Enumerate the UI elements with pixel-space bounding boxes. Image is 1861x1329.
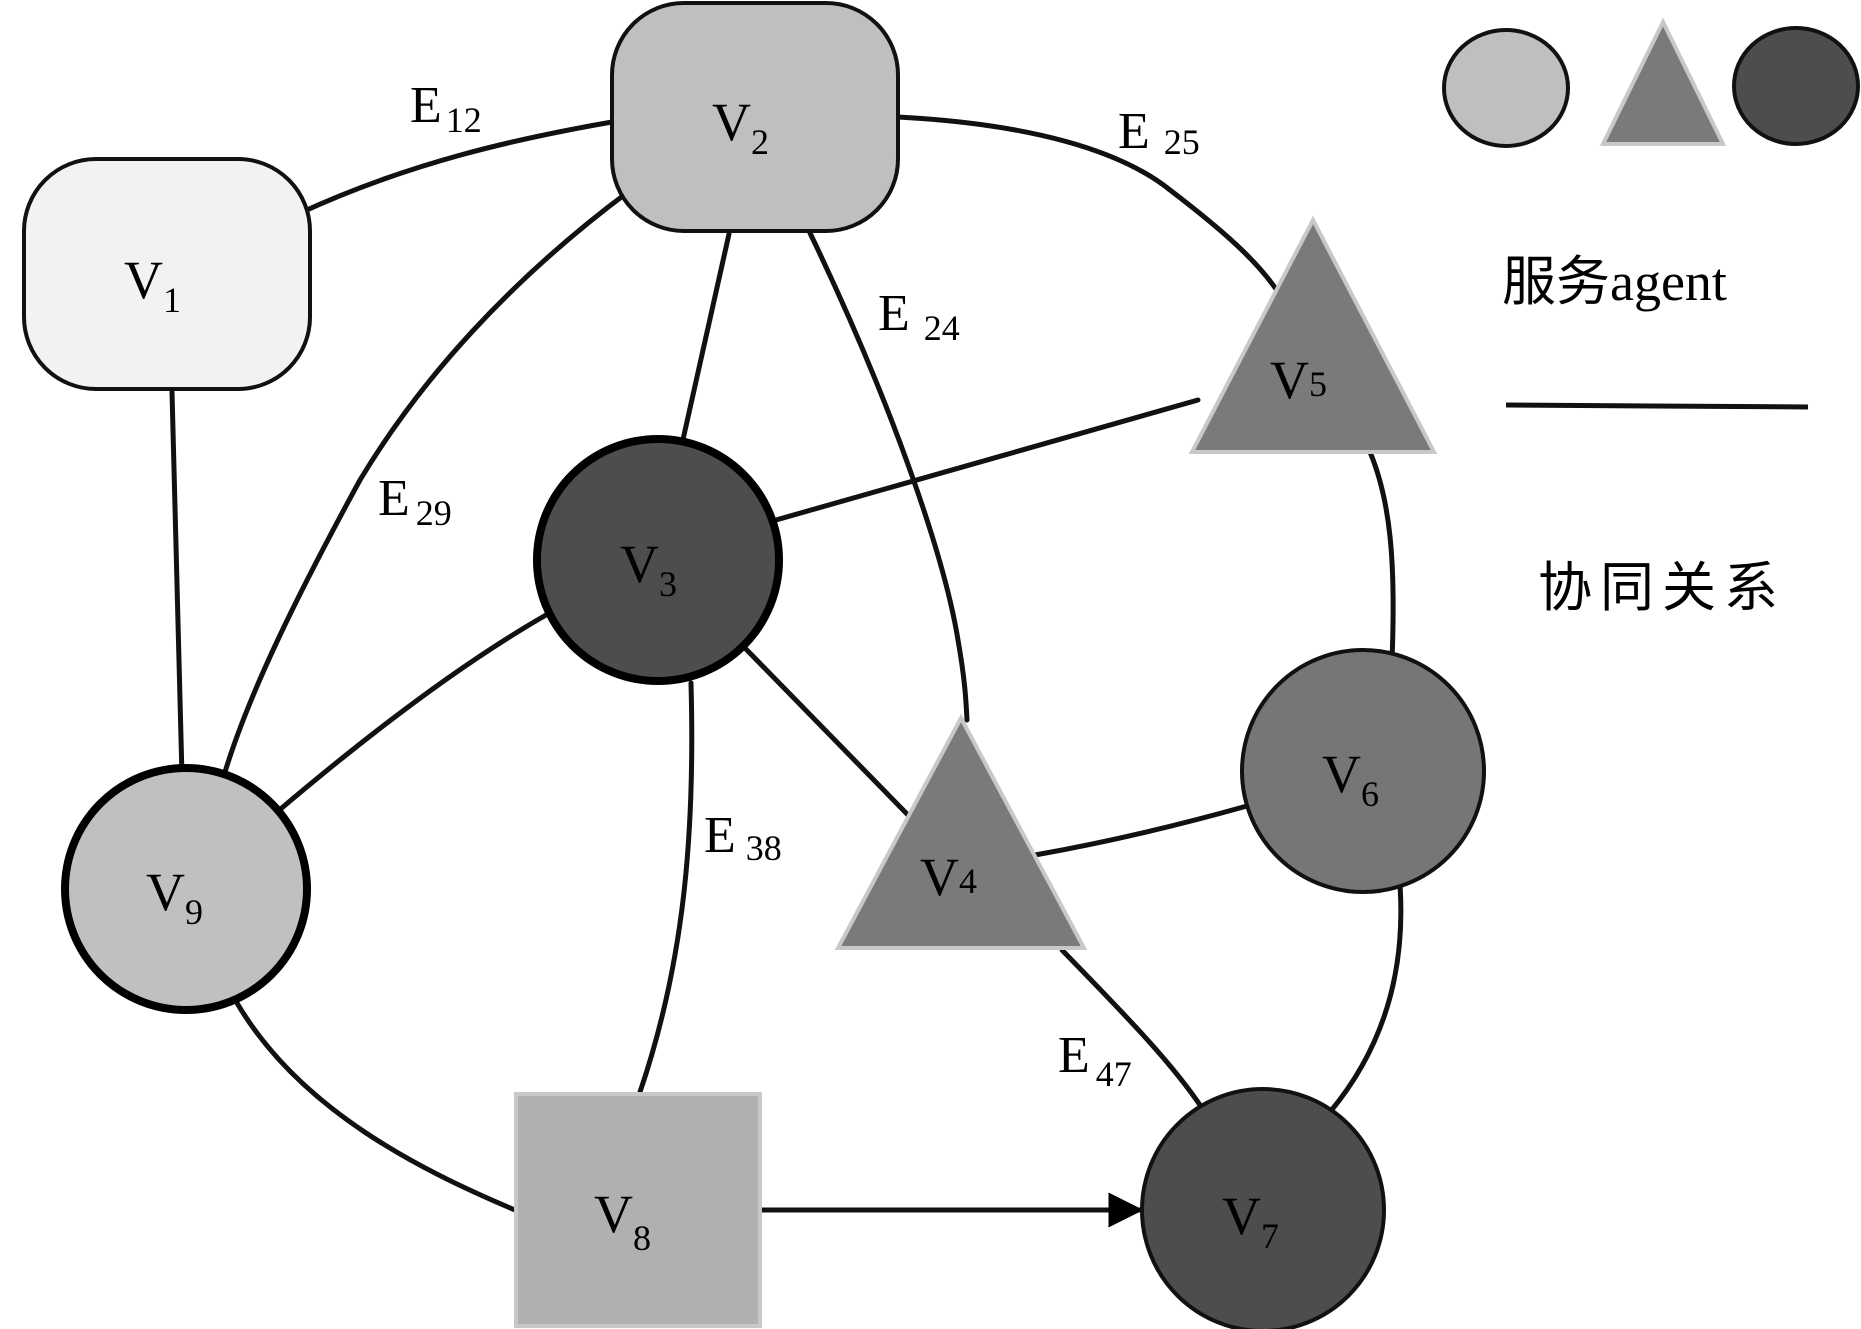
node-v7-label: V7 [1222,1186,1279,1256]
edge-v3-v9 [274,612,549,815]
edge-v3-v4 [739,642,911,818]
node-labels: V1 V2 V3 V4 V5 V6 V7 V8 V9 [124,92,1379,1258]
edge-v4-v6 [1032,803,1250,858]
legend-light-circle-icon [1442,28,1570,148]
node-v2-shape [610,1,900,233]
legend-collaboration-line [1505,402,1809,410]
edge-v3-v5 [773,397,1201,523]
edge-v9-v8 [234,1000,518,1213]
node-v4-shape [834,713,1088,950]
edge-v1-v2 [295,119,615,217]
node-v2-label: V2 [712,92,769,162]
edge-v2-v3 [679,231,732,447]
node-v7-shape [1140,1087,1386,1329]
edge-v2-v4 [807,230,970,723]
edge-v2-v9 [222,189,631,775]
legend-triangle-icon [1599,17,1727,146]
node-v8-label: V8 [594,1184,651,1258]
node-v9-label: V9 [146,862,203,932]
nodes [22,1,1486,1329]
node-v6-shape [1240,648,1486,894]
legend-dark-circle-icon [1732,26,1860,146]
edge-v2-v5 [895,114,1281,295]
node-v5-shape [1188,215,1438,454]
edges [169,114,1404,1228]
node-v4-label: V4 [920,847,977,907]
legend: 服务agent 协同关系 [1442,17,1860,618]
legend-collaboration-label: 协同关系 [1538,558,1786,618]
node-v1-label: V1 [124,250,181,320]
edge-v4-v7 [1059,947,1205,1111]
edge-v6-v7 [1327,882,1404,1115]
node-v3-shape [533,435,783,685]
edge-v5-v6 [1367,449,1396,663]
node-v1-shape [22,157,312,391]
legend-service-agent-label: 服务agent [1502,252,1727,312]
node-v6-label: V6 [1322,744,1379,814]
node-v9-shape [61,764,311,1014]
edge-v1-v9 [169,389,185,779]
node-v5-label: V5 [1270,350,1327,410]
node-v3-label: V3 [620,534,677,604]
edge-v3-v8 [637,680,695,1095]
node-v8-shape [514,1092,762,1328]
